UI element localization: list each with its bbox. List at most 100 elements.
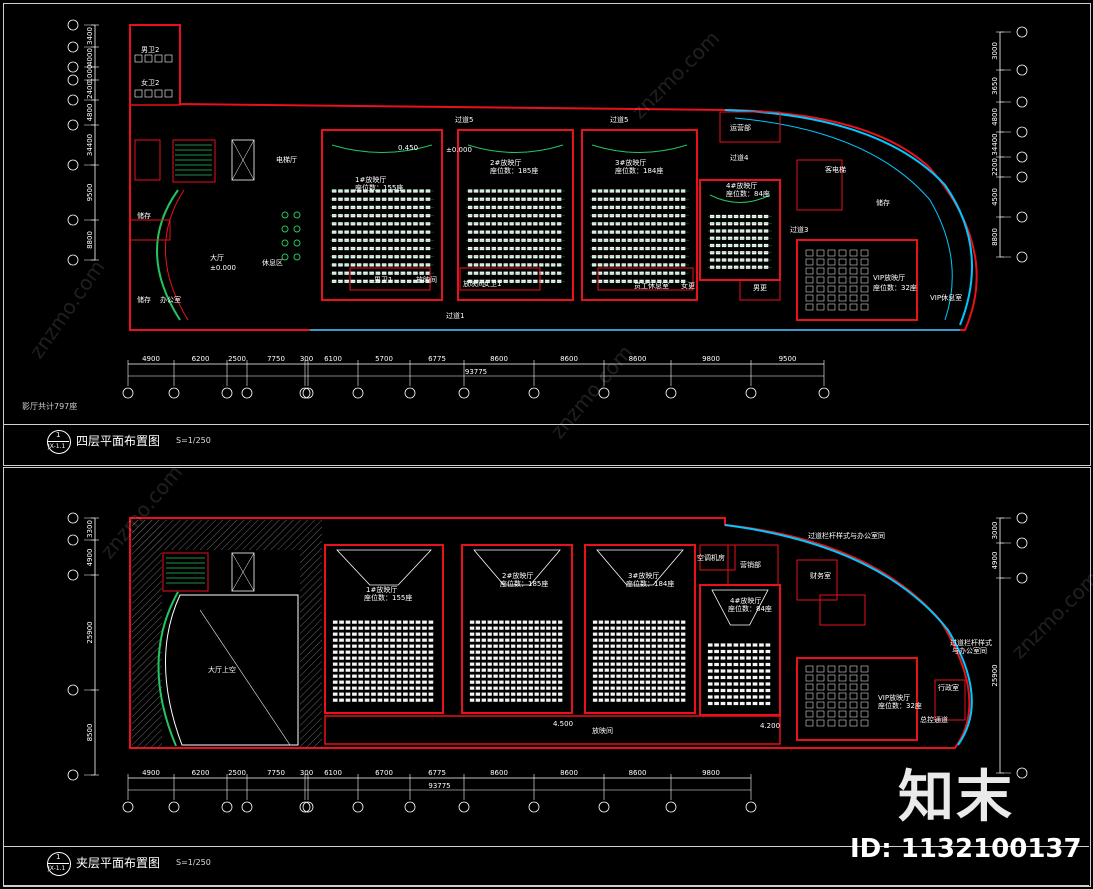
bot-hall3-seat: [622, 674, 627, 678]
bot-hall2-seat: [522, 692, 528, 696]
bot-hall2-seat: [481, 638, 486, 642]
bot-hall2-seat: [493, 650, 498, 654]
bot-hall3-seat: [669, 692, 674, 696]
vip-seat: [860, 267, 869, 275]
bot-hall1-seat: [352, 662, 357, 666]
bot-hall2-seat: [469, 656, 475, 660]
bot-dim-axis-bubble: [241, 801, 253, 813]
top-room-label: VIP休息室: [930, 293, 962, 302]
bot-hall1-seat: [352, 644, 357, 648]
bot-hall2-seat: [528, 626, 533, 630]
bot-hall2-seat: [528, 698, 533, 702]
bot-room-label: VIP放映厅: [878, 693, 910, 702]
bot-hall1-seat: [409, 686, 415, 690]
bot-hall2-seat: [505, 686, 510, 690]
bot-hall3-seat: [598, 698, 604, 702]
wc-fixture: [164, 89, 173, 98]
bot-hall3-seat: [651, 656, 656, 660]
bot-hall3-seat: [598, 680, 604, 684]
bot-hall1-seat: [390, 686, 395, 690]
bot-hall1-seat: [415, 632, 421, 636]
bot-hall3-seat: [592, 680, 598, 684]
bot-hall3-seat: [610, 674, 615, 678]
bot-hall2-seat: [516, 692, 522, 696]
bot-hall4-seat: [707, 649, 713, 654]
bot-hall1-seat: [396, 692, 402, 696]
bot-hall1-seat: [403, 620, 408, 624]
top-room-label: 男卫2: [141, 46, 159, 54]
top-room-label: 运营部: [730, 123, 751, 132]
bot-hall1-seat: [377, 668, 383, 672]
vip-seat: [860, 294, 869, 302]
bot-hall3-seat: [628, 632, 633, 636]
bot-hall4-seat: [727, 682, 732, 686]
bot-hall2-seat: [499, 692, 504, 696]
bot-hall3-seat: [610, 632, 615, 636]
bot-hall4-seat: [765, 662, 771, 667]
top-wc-room: [459, 267, 541, 291]
top-right-dim-dim-label: 3650: [991, 77, 999, 95]
bot-hall2-seat: [505, 632, 510, 636]
bot-hall1-seat: [332, 650, 338, 654]
bot-dim-dim-label: 4900: [142, 769, 160, 777]
bot-hall1-seat: [396, 650, 402, 654]
bot-hall2-seat: [487, 692, 492, 696]
top-room-label: 储存: [876, 198, 890, 207]
bot-room-label: 大厅上空: [208, 665, 236, 674]
top-right-dim-axis-bubble: [1016, 96, 1028, 108]
vip-seat: [816, 276, 825, 284]
top-hall2-wall: [457, 129, 574, 301]
bot-hall3-seat: [604, 626, 609, 630]
bot-hall1-seat: [364, 680, 370, 684]
bot-hall2-seat: [499, 686, 504, 690]
bot-hall2-seat: [469, 632, 475, 636]
bot-hall2-seat: [469, 662, 475, 666]
bot-hall2-seat: [475, 668, 481, 672]
bot-hall3-seat: [634, 650, 639, 654]
bot-hall3-seat: [645, 644, 651, 648]
bot-hall2-seat: [516, 668, 522, 672]
bot-hall2-seat: [487, 668, 492, 672]
bot-left-dim-dim-label: 3300: [86, 520, 94, 538]
bot-hall4-seat: [752, 656, 758, 660]
bot-hall3-seat: [634, 632, 639, 636]
bot-hall1-seat: [339, 638, 344, 642]
bot-hall1-seat: [345, 632, 351, 636]
bot-hall3-seat: [681, 686, 686, 690]
bot-dim-axis-bubble: [352, 801, 364, 813]
bot-room-label: 座位数：185座: [500, 579, 548, 588]
bot-hall4-seat: [707, 643, 713, 647]
top-dim-axis-bubble: [241, 387, 253, 399]
bot-hall3-seat: [598, 662, 604, 666]
bot-hall1-wall: [324, 544, 444, 714]
bot-hall3-seat: [675, 638, 680, 642]
bot-hall2-seat: [499, 656, 504, 660]
bot-hall2-seat: [552, 620, 557, 624]
bot-hall1-seat: [339, 650, 344, 654]
vip-seat: [827, 276, 836, 284]
bot-hall2-seat: [499, 626, 504, 630]
bot-hall1-seat: [422, 638, 427, 642]
bot-right-dim-axis-bubble: [1016, 572, 1028, 584]
bot-hall3-seat: [592, 638, 598, 642]
bot-hall2-seat: [528, 674, 533, 678]
vip-seat: [816, 701, 825, 709]
bot-hall2-seat: [546, 650, 551, 654]
bot-hall1-seat: [396, 656, 402, 660]
top-dim-dim-label: 2500: [228, 355, 246, 363]
bot-hall2-seat: [505, 698, 510, 702]
top-room-label: 3#放映厅: [615, 158, 646, 167]
vip-seat: [805, 285, 814, 293]
bot-hall4-seat: [739, 675, 745, 680]
bot-ops-room: [727, 544, 779, 586]
bot-hall1-seat: [409, 668, 415, 672]
top-lobby-rail-inner: [164, 189, 189, 321]
bot-stair: [162, 552, 209, 592]
bot-hall2-seat: [481, 644, 486, 648]
bot-hall2-seat: [546, 662, 551, 666]
bot-hall3-seat: [663, 662, 668, 666]
bot-hall2-seat: [511, 620, 516, 624]
scale-label: S=1/250: [176, 858, 211, 867]
bot-hall4-seat: [752, 701, 758, 706]
bot-hall3-seat: [604, 632, 609, 636]
